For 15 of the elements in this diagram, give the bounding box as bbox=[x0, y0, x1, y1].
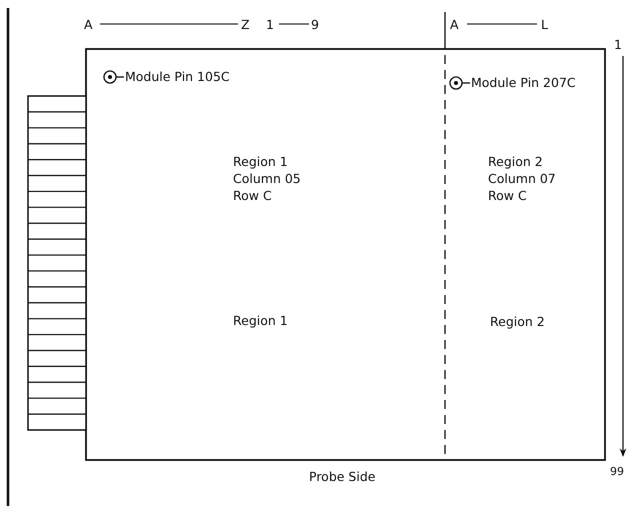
pin-label: Module Pin 207C bbox=[471, 74, 576, 91]
region-label: Region 1 bbox=[233, 312, 288, 329]
axis-letter: A bbox=[450, 16, 459, 33]
axis-number: 99 bbox=[610, 464, 624, 480]
side-label: Probe Side bbox=[309, 468, 376, 485]
axis-number: 1 bbox=[614, 36, 622, 53]
axis-letter: A bbox=[84, 16, 93, 33]
region-label: Region 2 Column 07 Row C bbox=[488, 153, 557, 204]
pin-label: Module Pin 105C bbox=[125, 68, 230, 85]
axis-letter: L bbox=[541, 16, 548, 33]
axis-number: 9 bbox=[311, 16, 319, 33]
region-label: Region 2 bbox=[490, 313, 545, 330]
axis-letter: Z bbox=[241, 16, 250, 33]
axis-number: 1 bbox=[266, 16, 274, 33]
region-label: Region 1 Column 05 Row C bbox=[233, 153, 302, 204]
